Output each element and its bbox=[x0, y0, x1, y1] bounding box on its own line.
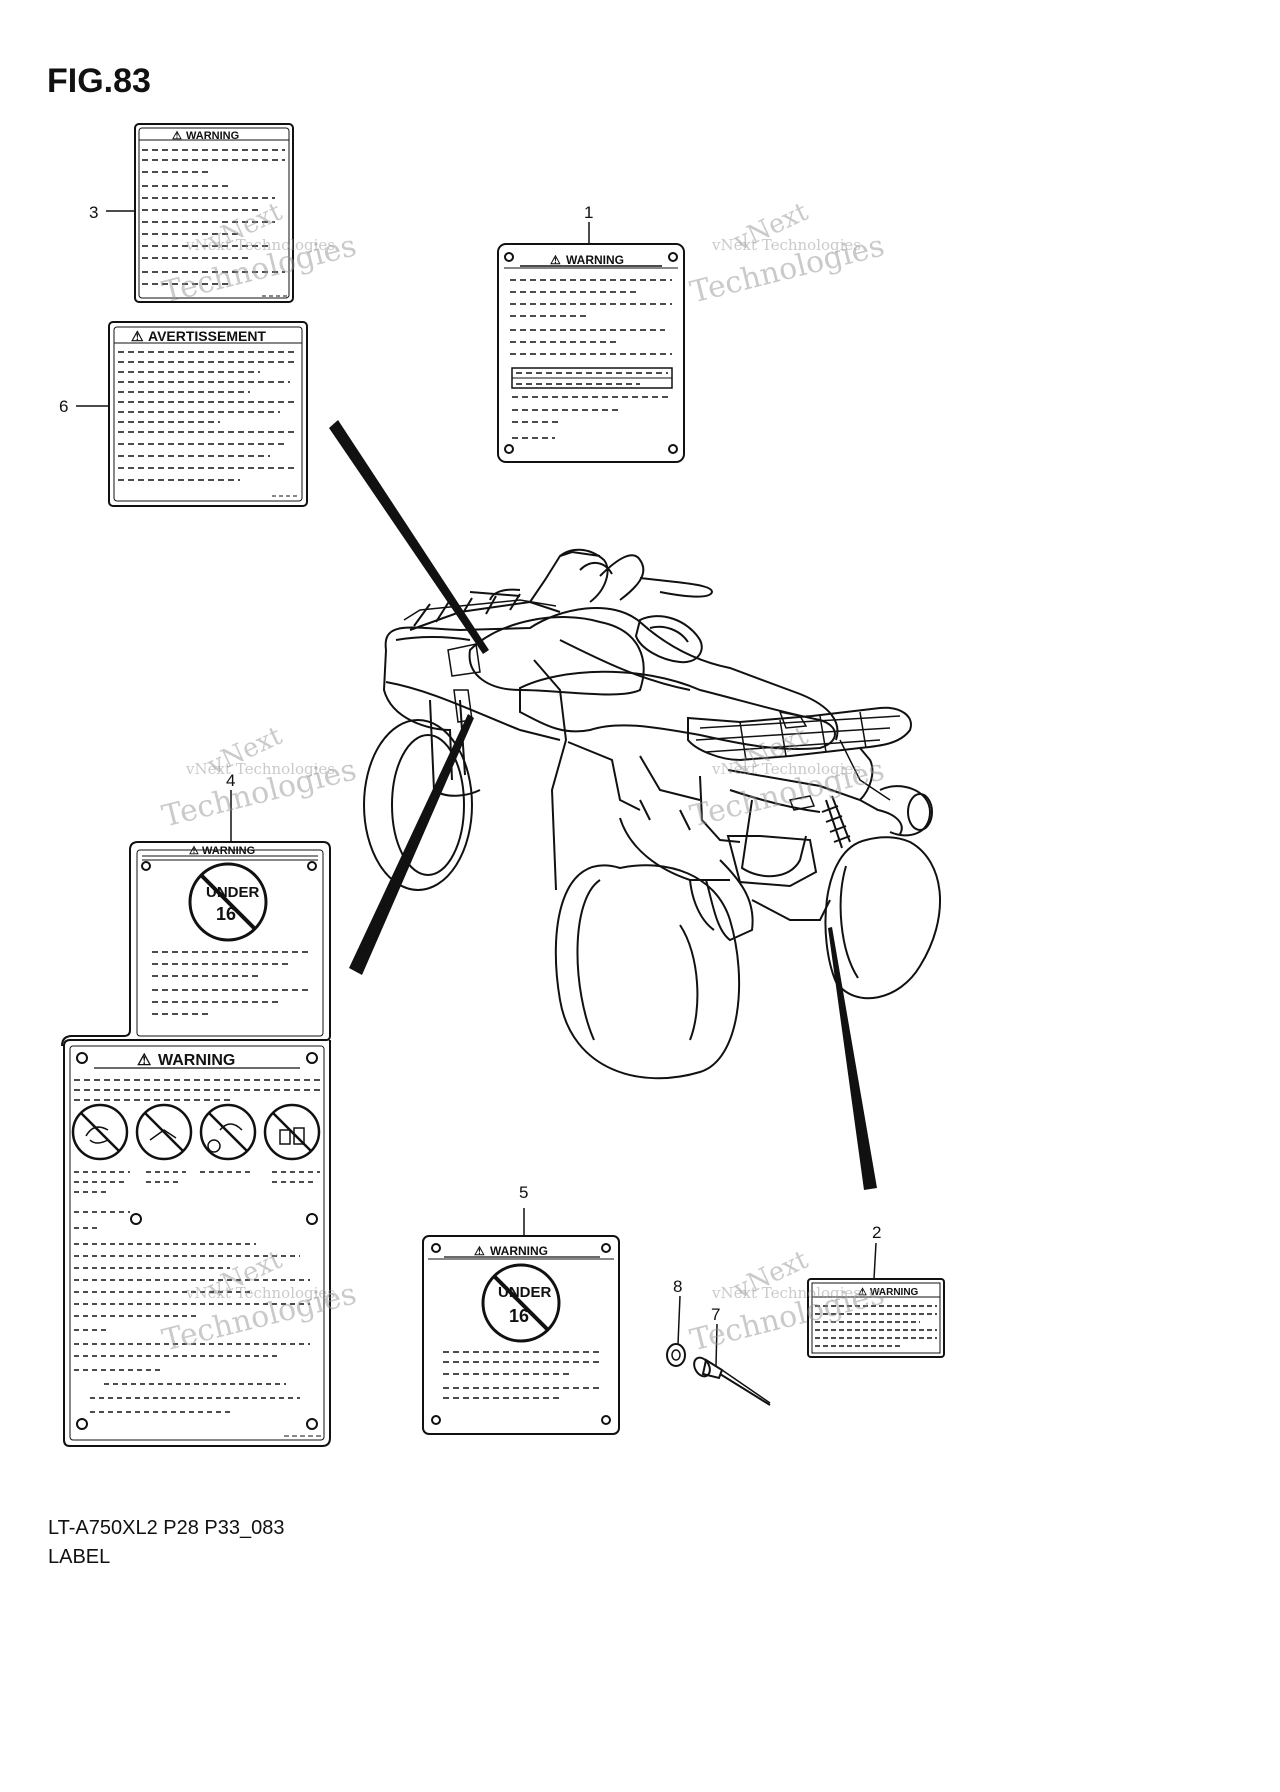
figure-title: FIG.83 bbox=[47, 62, 151, 100]
callout-3: 3 bbox=[89, 203, 98, 222]
rivet-icon bbox=[693, 1356, 771, 1406]
callout-4: 4 bbox=[226, 771, 235, 790]
label-1-heading: WARNING bbox=[566, 253, 624, 267]
svg-text:⚠: ⚠ bbox=[131, 328, 144, 344]
washer-icon bbox=[666, 1343, 686, 1367]
callout-5: 5 bbox=[519, 1183, 528, 1202]
label-6-heading: AVERTISSEMENT bbox=[148, 328, 266, 344]
svg-text:⚠: ⚠ bbox=[858, 1287, 867, 1298]
under-16-prohibition-icon: UNDER 16 bbox=[481, 1263, 561, 1343]
callout-numbers: 3 6 1 4 5 2 8 7 bbox=[59, 203, 881, 1324]
atv-outline-drawing bbox=[363, 548, 942, 1080]
leader-wedges bbox=[329, 420, 877, 1190]
label-4-lower-heading: WARNING bbox=[158, 1052, 235, 1069]
label-4: ⚠ WARNING UNDER 16 ⚠ WARNING bbox=[61, 841, 331, 1447]
label-5-under-text: UNDER bbox=[498, 1284, 552, 1301]
callout-leaders bbox=[76, 210, 877, 1367]
label-4-heading: WARNING bbox=[202, 845, 255, 857]
callout-7: 7 bbox=[711, 1305, 720, 1324]
part-group-caption: LABEL bbox=[48, 1546, 111, 1568]
model-code-caption: LT-A750XL2 P28 P33_083 bbox=[48, 1517, 285, 1539]
callout-6: 6 bbox=[59, 397, 68, 416]
label-5: ⚠ WARNING UNDER 16 bbox=[422, 1235, 620, 1435]
label-1: ⚠ WARNING bbox=[497, 243, 685, 463]
label-3-heading: WARNING bbox=[186, 130, 239, 142]
age-text: 16 bbox=[216, 904, 236, 924]
callout-8: 8 bbox=[673, 1277, 682, 1296]
svg-text:⚠: ⚠ bbox=[137, 1052, 151, 1069]
callout-1: 1 bbox=[584, 203, 593, 222]
callout-2: 2 bbox=[872, 1223, 881, 1242]
label-3: ⚠ WARNING bbox=[134, 123, 294, 303]
under-16-prohibition-icon: UNDER 16 bbox=[188, 862, 268, 942]
label-2-heading: WARNING bbox=[870, 1287, 919, 1298]
label-2: ⚠ WARNING bbox=[807, 1278, 945, 1358]
svg-text:⚠: ⚠ bbox=[189, 845, 199, 857]
svg-text:⚠: ⚠ bbox=[550, 253, 561, 267]
svg-text:⚠: ⚠ bbox=[172, 130, 182, 142]
svg-text:⚠: ⚠ bbox=[474, 1244, 485, 1258]
label-6: ⚠ AVERTISSEMENT bbox=[108, 321, 308, 507]
label-5-age-text: 16 bbox=[509, 1306, 529, 1326]
label-5-heading: WARNING bbox=[490, 1244, 548, 1258]
under-text: UNDER bbox=[206, 884, 260, 901]
pictogram-row bbox=[71, 1103, 321, 1161]
